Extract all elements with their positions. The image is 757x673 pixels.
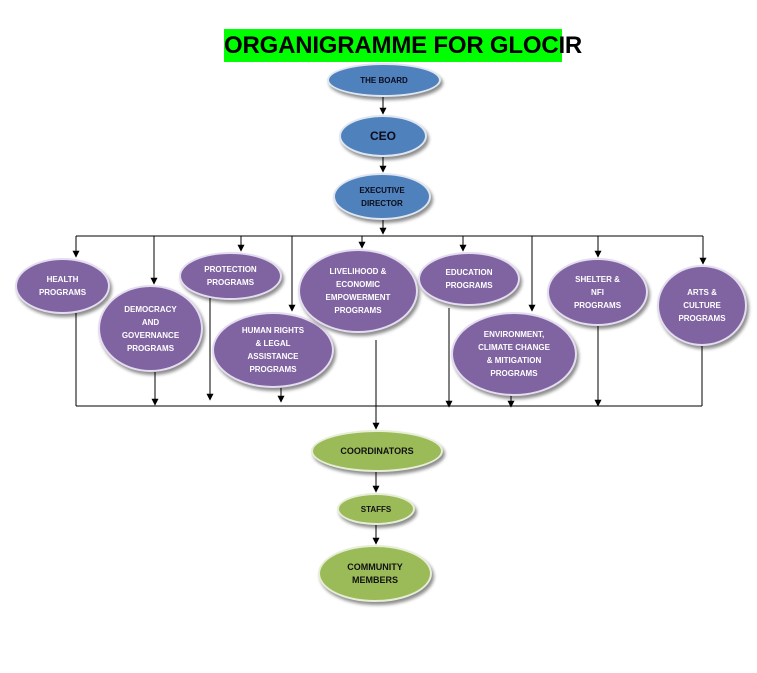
node-education-programs: EDUCATION PROGRAMS — [418, 252, 520, 306]
node-executive-director: EXECUTIVE DIRECTOR — [333, 173, 431, 220]
node-shelter-nfi-programs: SHELTER & NFI PROGRAMS — [547, 258, 648, 326]
node-the-board: THE BOARD — [327, 63, 441, 97]
diagram-title: ORGANIGRAMME FOR GLOCIR — [224, 29, 582, 62]
node-protection-programs: PROTECTION PROGRAMS — [179, 252, 282, 300]
node-coordinators: COORDINATORS — [311, 430, 443, 472]
node-environment-programs: ENVIRONMENT, CLIMATE CHANGE & MITIGATION… — [451, 312, 577, 396]
node-staffs: STAFFS — [337, 493, 415, 525]
node-health-programs: HEALTH PROGRAMS — [15, 258, 110, 314]
node-ceo: CEO — [339, 115, 427, 157]
node-arts-culture-programs: ARTS & CULTURE PROGRAMS — [657, 265, 747, 346]
node-democracy-governance-programs: DEMOCRACY AND GOVERNANCE PROGRAMS — [98, 285, 203, 372]
node-community-members: COMMUNITY MEMBERS — [318, 545, 432, 602]
node-human-rights-programs: HUMAN RIGHTS & LEGAL ASSISTANCE PROGRAMS — [212, 312, 334, 388]
node-livelihood-programs: LIVELIHOOD & ECONOMIC EMPOWERMENT PROGRA… — [298, 249, 418, 333]
